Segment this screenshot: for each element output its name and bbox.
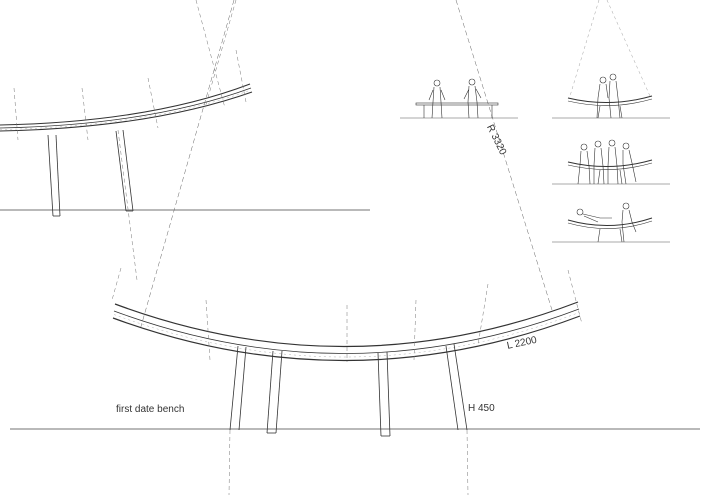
usage-view-two-sitting <box>400 0 651 119</box>
usage-view-four-sitting <box>552 139 670 185</box>
usage-view-couple-curved <box>552 73 670 119</box>
detail-radial-lines <box>13 0 247 281</box>
drawing-title: first date bench <box>116 404 185 415</box>
main-bench-seat <box>112 301 581 362</box>
usage-view-reclining <box>552 202 670 243</box>
radius-lines <box>139 0 553 331</box>
detail-view-bench <box>0 83 253 217</box>
main-radial-lines <box>111 267 583 496</box>
height-dimension-label: H 450 <box>468 403 495 414</box>
main-bench-legs <box>229 343 468 437</box>
